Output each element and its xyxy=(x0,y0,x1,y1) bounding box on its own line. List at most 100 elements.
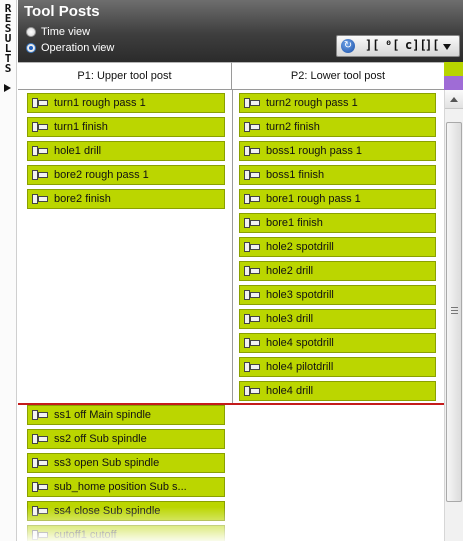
operation-label: hole3 spotdrill xyxy=(266,289,334,301)
operation-label: hole2 drill xyxy=(266,265,314,277)
operation-item[interactable]: ss1 off Main spindle xyxy=(27,405,225,425)
operation-item[interactable]: turn2 rough pass 1 xyxy=(239,93,436,113)
sync-point-line xyxy=(18,403,444,405)
operation-label: ss3 open Sub spindle xyxy=(54,457,160,469)
operation-label: bore1 finish xyxy=(266,217,323,229)
scrollbar-thumb[interactable] xyxy=(446,122,462,502)
column-header-p1: P1: Upper tool post xyxy=(18,62,232,90)
operation-label: turn1 finish xyxy=(54,121,108,133)
operation-item[interactable]: hole4 pilotdrill xyxy=(239,357,436,377)
grip-line xyxy=(451,310,458,311)
operation-item[interactable]: bore2 finish xyxy=(27,189,225,209)
operation-icon xyxy=(32,409,48,421)
results-tab-label: R E S U L T S xyxy=(4,2,12,75)
operation-icon xyxy=(32,193,48,205)
operation-icon xyxy=(244,313,260,325)
time-view-option[interactable]: Time view xyxy=(26,26,90,38)
operation-label: ss2 off Sub spindle xyxy=(54,433,147,445)
toolbar-dropdown-icon[interactable] xyxy=(443,44,451,50)
results-side-tab[interactable]: R E S U L T S xyxy=(0,0,17,541)
operation-icon xyxy=(32,433,48,445)
operation-item[interactable]: turn1 finish xyxy=(27,117,225,137)
operation-item[interactable]: turn1 rough pass 1 xyxy=(27,93,225,113)
operation-label: hole4 pilotdrill xyxy=(266,361,334,373)
operation-icon xyxy=(32,121,48,133)
operation-item[interactable]: hole3 drill xyxy=(239,309,436,329)
vertical-scrollbar[interactable] xyxy=(444,90,463,541)
column-divider xyxy=(232,90,233,403)
operation-icon xyxy=(244,193,260,205)
operation-icon xyxy=(32,97,48,109)
grip-line xyxy=(451,313,458,314)
legend-swatch-green xyxy=(444,62,463,76)
operation-icon xyxy=(244,385,260,397)
refresh-icon[interactable]: ↻ xyxy=(341,39,355,53)
operation-label: turn2 rough pass 1 xyxy=(266,97,358,109)
operation-icon xyxy=(244,97,260,109)
operation-item[interactable]: ss3 open Sub spindle xyxy=(27,453,225,473)
operation-label: turn1 rough pass 1 xyxy=(54,97,146,109)
operation-icon xyxy=(32,457,48,469)
operations-list: turn1 rough pass 1 turn1 finish hole1 dr… xyxy=(18,90,444,541)
legend-swatch-purple xyxy=(444,76,463,90)
operation-icon xyxy=(32,169,48,181)
operation-icon xyxy=(244,169,260,181)
sync-icon-4[interactable]: ][ xyxy=(425,38,440,52)
operation-item[interactable]: ss4 close Sub spindle xyxy=(27,501,225,521)
operation-label: bore2 rough pass 1 xyxy=(54,169,149,181)
operation-item[interactable]: bore1 rough pass 1 xyxy=(239,189,436,209)
sync-icon-2[interactable]: ⁰[ xyxy=(385,38,400,52)
scroll-up-arrow-icon[interactable] xyxy=(445,90,463,109)
expand-arrow-icon[interactable] xyxy=(4,84,11,92)
operation-label: ss4 close Sub spindle xyxy=(54,505,161,517)
operation-icon xyxy=(244,265,260,277)
operation-icon xyxy=(244,289,260,301)
operation-item[interactable]: bore2 rough pass 1 xyxy=(27,165,225,185)
operation-icon xyxy=(244,121,260,133)
operation-item[interactable]: boss1 finish xyxy=(239,165,436,185)
operation-item[interactable]: hole2 spotdrill xyxy=(239,237,436,257)
operation-icon xyxy=(32,481,48,493)
operation-label: bore1 rough pass 1 xyxy=(266,193,361,205)
operation-icon xyxy=(244,217,260,229)
operation-view-radio[interactable] xyxy=(26,43,36,53)
panel-title: Tool Posts xyxy=(24,3,100,20)
operation-icon xyxy=(244,337,260,349)
sync-icon-1[interactable]: ][ xyxy=(365,38,380,52)
operation-label: ss1 off Main spindle xyxy=(54,409,152,421)
operation-item[interactable]: ss2 off Sub spindle xyxy=(27,429,225,449)
operation-label: hole1 drill xyxy=(54,145,102,157)
operation-label: hole3 drill xyxy=(266,313,314,325)
operation-item[interactable]: turn2 finish xyxy=(239,117,436,137)
operation-label: hole2 spotdrill xyxy=(266,241,334,253)
operation-icon xyxy=(32,529,48,541)
operation-item[interactable]: hole1 drill xyxy=(27,141,225,161)
tool-posts-panel: Tool Posts Time view Operation view ↻ ][… xyxy=(18,0,463,541)
operation-item[interactable]: cutoff1 cutoff xyxy=(27,525,225,541)
sync-icon-3[interactable]: c][ xyxy=(405,38,427,52)
operation-label: hole4 spotdrill xyxy=(266,337,334,349)
operation-item[interactable]: boss1 rough pass 1 xyxy=(239,141,436,161)
operation-label: sub_home position Sub s... xyxy=(54,481,187,493)
operation-label: boss1 finish xyxy=(266,169,325,181)
operation-icon xyxy=(32,505,48,517)
operation-item[interactable]: hole4 drill xyxy=(239,381,436,401)
operation-label: hole4 drill xyxy=(266,385,314,397)
operation-item[interactable]: hole3 spotdrill xyxy=(239,285,436,305)
operation-icon xyxy=(244,361,260,373)
operation-item[interactable]: hole4 spotdrill xyxy=(239,333,436,353)
operation-icon xyxy=(244,145,260,157)
time-view-label: Time view xyxy=(41,26,91,38)
panel-header: Tool Posts Time view Operation view ↻ ][… xyxy=(18,0,463,62)
operation-label: boss1 rough pass 1 xyxy=(266,145,363,157)
column-header-p2: P2: Lower tool post xyxy=(232,62,444,90)
operation-label: bore2 finish xyxy=(54,193,111,205)
operation-view-option[interactable]: Operation view xyxy=(26,42,114,54)
operation-item[interactable]: bore1 finish xyxy=(239,213,436,233)
operation-item[interactable]: hole2 drill xyxy=(239,261,436,281)
operation-item[interactable]: sub_home position Sub s... xyxy=(27,477,225,497)
time-view-radio[interactable] xyxy=(26,27,36,37)
operation-icon xyxy=(244,241,260,253)
operation-label: cutoff1 cutoff xyxy=(54,529,117,541)
operation-label: turn2 finish xyxy=(266,121,320,133)
